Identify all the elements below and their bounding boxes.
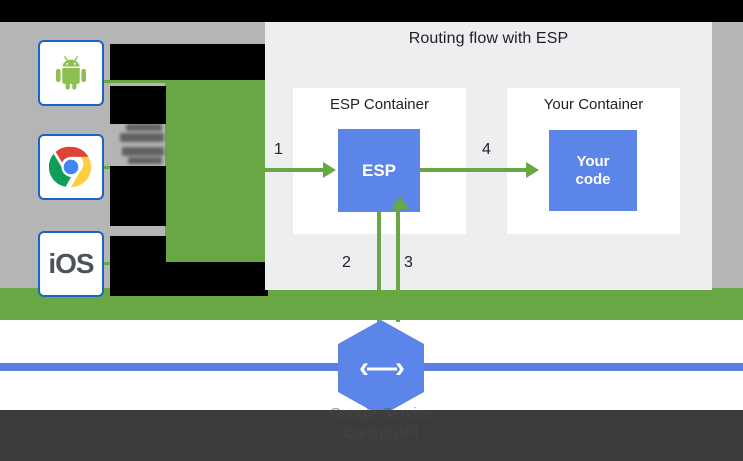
ios-label: iOS xyxy=(48,248,94,279)
connector-stub-android xyxy=(104,80,166,83)
redacted-text-blob xyxy=(126,124,162,131)
client-card-chrome xyxy=(38,134,104,200)
cloud-endpoints-hexagon-icon xyxy=(338,320,424,416)
occlusion-bar xyxy=(110,86,166,124)
bottom-shade-overlay xyxy=(0,410,743,461)
endpoints-glyph: ‹—› xyxy=(359,351,405,384)
arrow-1-head xyxy=(323,162,336,178)
arrow-label-4: 4 xyxy=(482,141,491,158)
arrow-label-2: 2 xyxy=(342,254,351,271)
redacted-text-blob xyxy=(128,157,162,164)
redacted-text-blob xyxy=(122,147,164,156)
arrow-3-line xyxy=(396,206,400,322)
top-right-occlusion-bar xyxy=(712,0,743,22)
esp-node: ESP xyxy=(338,129,420,212)
arrow-2-line xyxy=(377,212,381,322)
your-container-label: Your Container xyxy=(543,96,644,113)
arrow-4-line xyxy=(420,168,527,172)
occlusion-bar xyxy=(110,166,166,226)
green-connector-block xyxy=(165,80,266,263)
android-icon xyxy=(56,56,86,90)
arrow-4-head xyxy=(526,162,539,178)
client-card-ios: iOS xyxy=(38,231,104,297)
arrow-3-head xyxy=(391,196,409,209)
redacted-text-blob xyxy=(120,133,164,142)
arrow-1-line xyxy=(262,168,324,172)
esp-container-label: ESP Container xyxy=(330,96,429,113)
occlusion-bar xyxy=(166,44,268,80)
chrome-icon xyxy=(49,146,92,188)
cloud-endpoints-logo: ‹—› xyxy=(338,320,424,416)
top-occlusion-bar xyxy=(0,0,743,22)
your-code-line-1: Your xyxy=(576,153,610,171)
panel-title: Routing flow with ESP xyxy=(408,30,569,47)
your-code-node: Your code xyxy=(549,130,637,211)
arrow-label-1: 1 xyxy=(274,141,283,158)
arrow-label-3: 3 xyxy=(404,254,413,271)
occlusion-bar xyxy=(110,262,268,296)
client-card-android xyxy=(38,40,104,106)
your-code-line-2: code xyxy=(575,170,611,188)
